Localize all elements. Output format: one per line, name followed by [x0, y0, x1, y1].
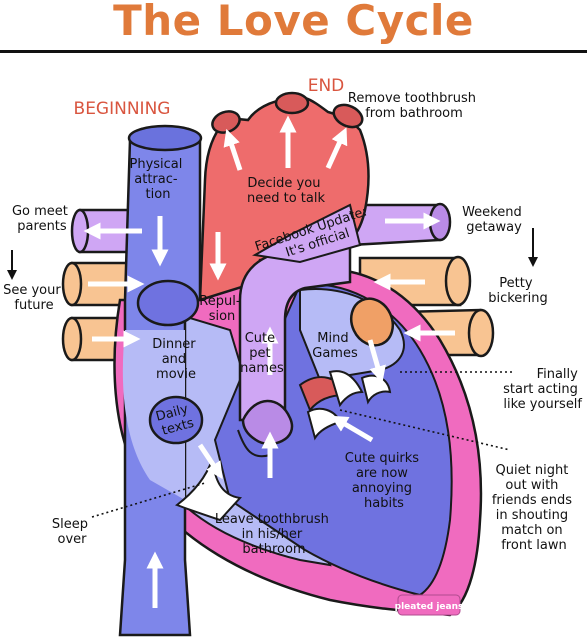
title-divider: [0, 50, 587, 53]
beginning-marker: BEGINNING: [74, 99, 171, 119]
repulsion-label: Repul- sion: [199, 294, 244, 324]
watermark-logo: pleated jeans: [395, 594, 464, 616]
leader-lines: [91, 371, 515, 518]
texts-oval: [148, 395, 204, 445]
see-future-label: See your future: [3, 283, 65, 313]
mind-games-label: Mind Games: [312, 331, 358, 361]
finally-yourself-label: Finally start acting like yourself: [503, 367, 582, 412]
dinner-movie-label: Dinner and movie: [152, 337, 200, 382]
side-arrows: [7, 228, 538, 280]
cute-quirks-label: Cute quirks are now annoying habits: [345, 451, 423, 511]
page-title: The Love Cycle: [113, 0, 474, 45]
mind-oval: [349, 297, 395, 347]
svg-text:pleated jeans: pleated jeans: [395, 602, 464, 612]
white-arrow-icon: [367, 339, 386, 384]
dinner-oval: [136, 279, 200, 327]
weekend-getaway-label: Weekend getaway: [462, 205, 526, 235]
white-arrow-icon: [325, 127, 348, 170]
remove-toothbrush-label: Remove toothbrush from bathroom: [348, 91, 480, 121]
pulmonary-branch: [252, 203, 362, 264]
decide-talk-label: Decide you need to talk: [247, 176, 325, 206]
go-meet-parents-label: Go meet parents: [12, 204, 72, 234]
physical-attraction-label: Physical attrac- tion: [129, 157, 186, 202]
end-marker: END: [308, 76, 345, 96]
quiet-night-label: Quiet night out with friends ends in sho…: [492, 463, 576, 553]
outside-labels: Remove toothbrush from bathroom Go meet …: [3, 91, 582, 553]
aorta: [198, 91, 370, 312]
white-arrow-icon: [197, 443, 223, 480]
petty-bickering-label: Petty bickering: [488, 276, 548, 306]
sleep-over-label: Sleep over: [52, 517, 92, 547]
flow-arrows: [83, 115, 455, 608]
white-arrow-icon: [223, 128, 243, 171]
leave-toothbrush-label: Leave toothbrush in his/her bathroom: [215, 512, 333, 557]
white-arrow-icon: [330, 415, 374, 443]
title-bar: The Love Cycle: [0, 0, 587, 53]
cute-pet-names-label: Cute pet names: [240, 331, 284, 376]
